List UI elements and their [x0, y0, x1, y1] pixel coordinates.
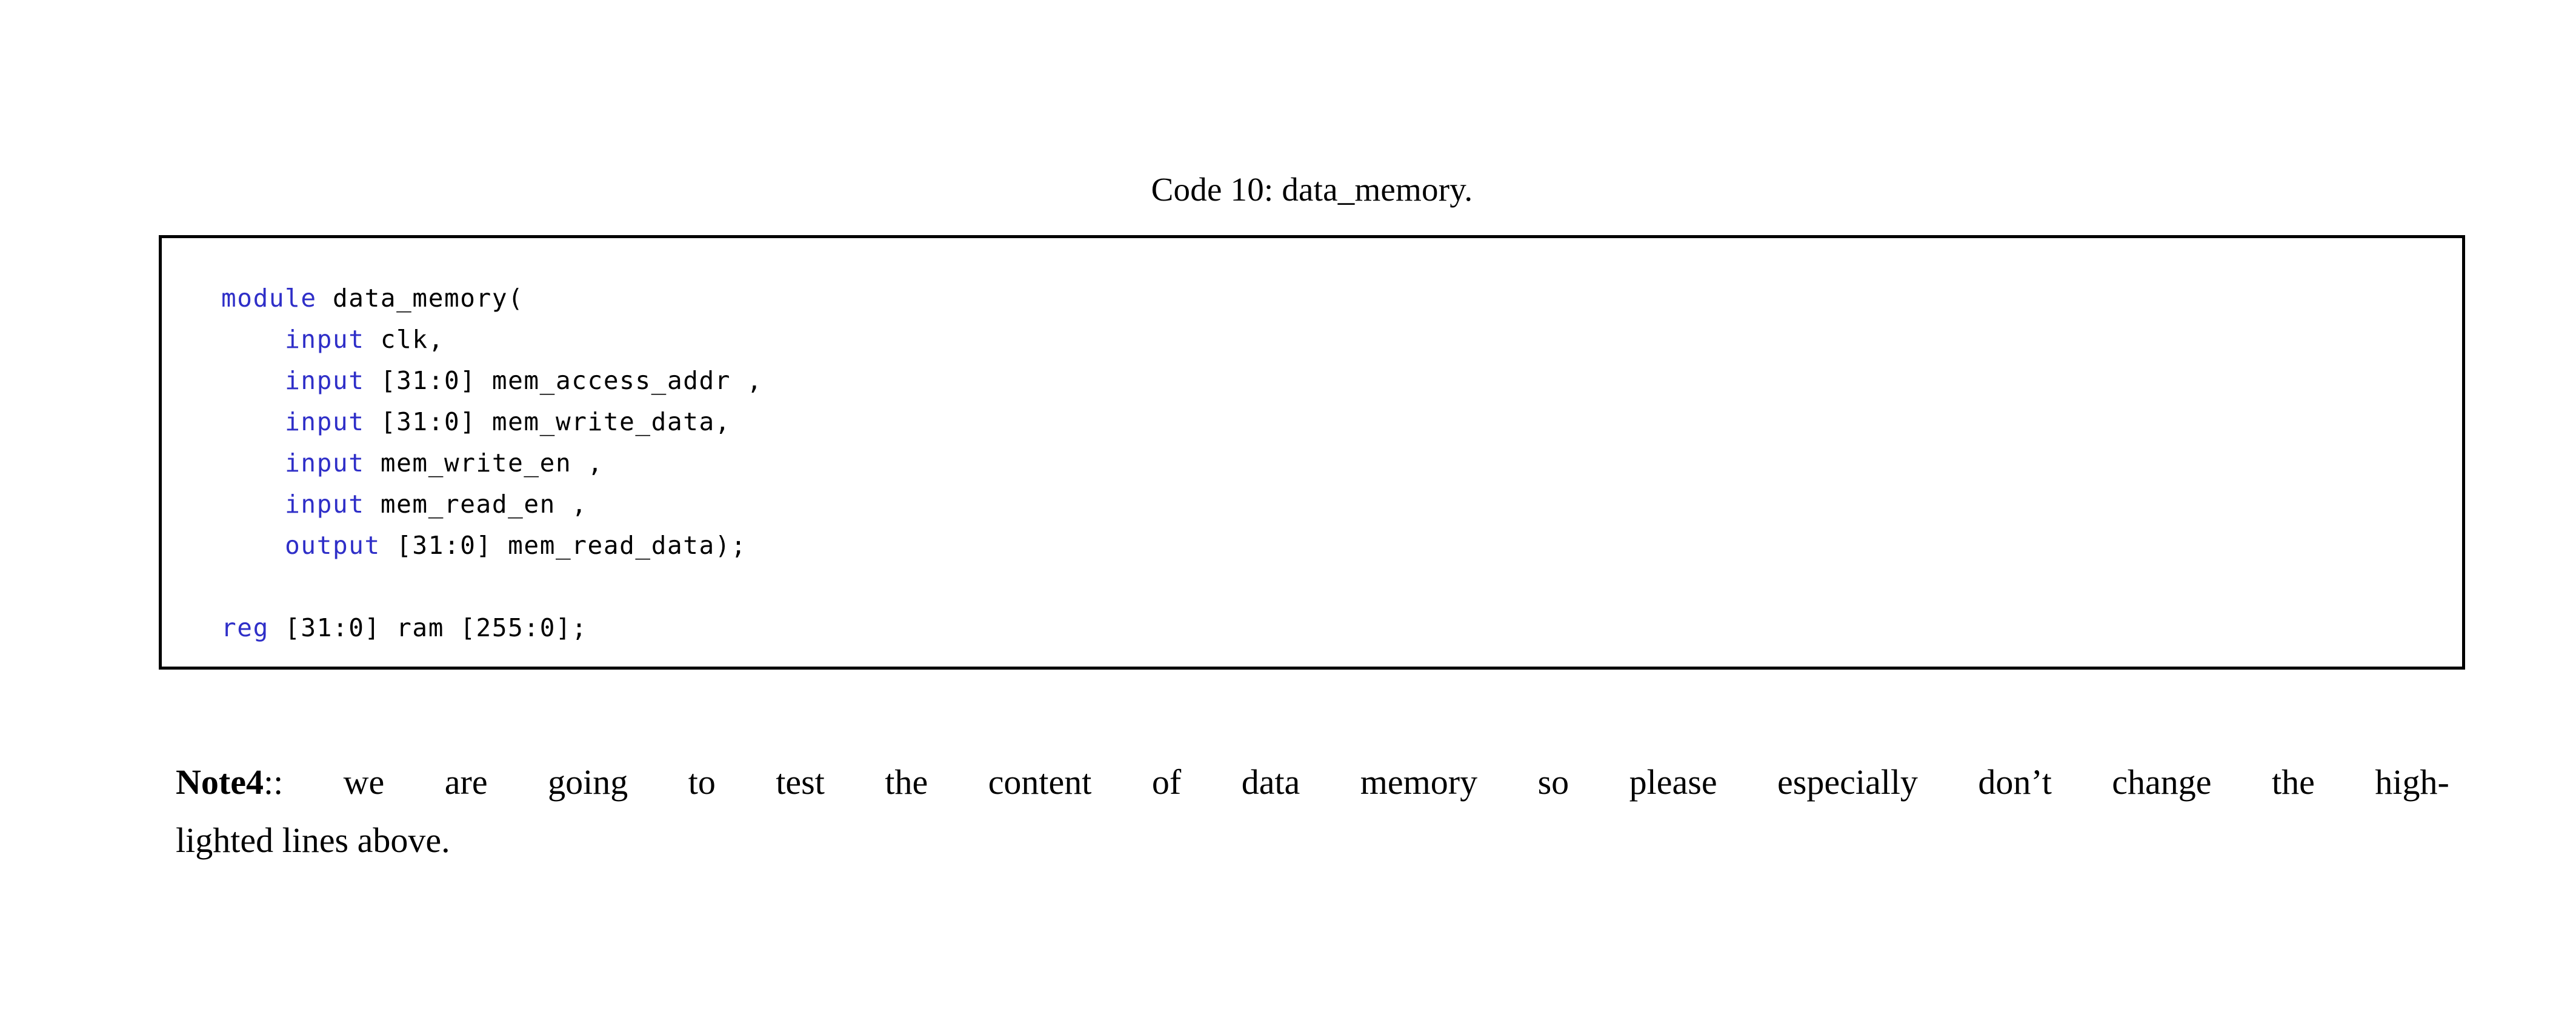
code-keyword: input [285, 448, 365, 478]
code-text: [31:0] mem_read_data); [380, 531, 747, 560]
code-indent [221, 366, 285, 395]
note-word: going [548, 762, 628, 802]
code-line: input clk, [221, 319, 763, 360]
code-text: data_memory( [316, 284, 524, 313]
code-text: clk, [364, 325, 444, 354]
code-keyword: input [285, 490, 365, 519]
note-line-second: lighted lines above. [176, 820, 450, 860]
code-listing-frame: module data_memory( input clk, input [31… [159, 235, 2465, 670]
note-word: we [343, 762, 385, 802]
code-indent [221, 490, 285, 519]
code-line: module data_memory( [221, 278, 763, 319]
note-label: Note4:: [176, 762, 284, 802]
code-keyword: input [285, 325, 365, 354]
note-word: don’t [1978, 762, 2052, 802]
code-keyword: output [285, 531, 381, 560]
code-keyword: reg [221, 613, 269, 642]
code-listing-body: module data_memory( input clk, input [31… [221, 278, 763, 648]
note-word: please [1629, 762, 1717, 802]
code-indent [221, 325, 285, 354]
note-word: content [988, 762, 1092, 802]
code-keyword: input [285, 407, 365, 436]
code-text: mem_read_en , [364, 490, 588, 519]
code-line: input [31:0] mem_access_addr , [221, 360, 763, 401]
code-indent [221, 531, 285, 560]
note-word: high- [2375, 762, 2449, 802]
note-word: test [776, 762, 825, 802]
note-word: are [444, 762, 488, 802]
note-word: the [2272, 762, 2315, 802]
note-word: data [1241, 762, 1300, 802]
code-text: [31:0] mem_access_addr , [364, 366, 763, 395]
code-text: [31:0] mem_write_data, [364, 407, 731, 436]
code-text: [31:0] ram [255:0]; [268, 613, 588, 642]
code-line [221, 566, 763, 607]
code-line: reg [31:0] ram [255:0]; [221, 607, 763, 648]
code-keyword: module [221, 284, 317, 313]
code-line: input mem_read_en , [221, 484, 763, 525]
note-word: especially [1777, 762, 1918, 802]
note-word: the [885, 762, 928, 802]
code-text: mem_write_en , [364, 448, 604, 478]
note-word: to [688, 762, 716, 802]
note-line-first: Note4::we are going to test the content of data m… [176, 753, 2449, 811]
code-line: output [31:0] mem_read_data); [221, 525, 763, 566]
code-line: input [31:0] mem_write_data, [221, 401, 763, 442]
code-indent [221, 407, 285, 436]
note-word: of [1151, 762, 1182, 802]
code-caption: Code 10: data_memory. [1151, 171, 1473, 208]
note-word: so [1537, 762, 1569, 802]
code-keyword: input [285, 366, 365, 395]
note-paragraph: Note4::we are going to test the content of data m… [176, 753, 2449, 870]
code-indent [221, 448, 285, 478]
note-word: change [2112, 762, 2212, 802]
note-word: memory [1360, 762, 1478, 802]
code-line: input mem_write_en , [221, 442, 763, 484]
